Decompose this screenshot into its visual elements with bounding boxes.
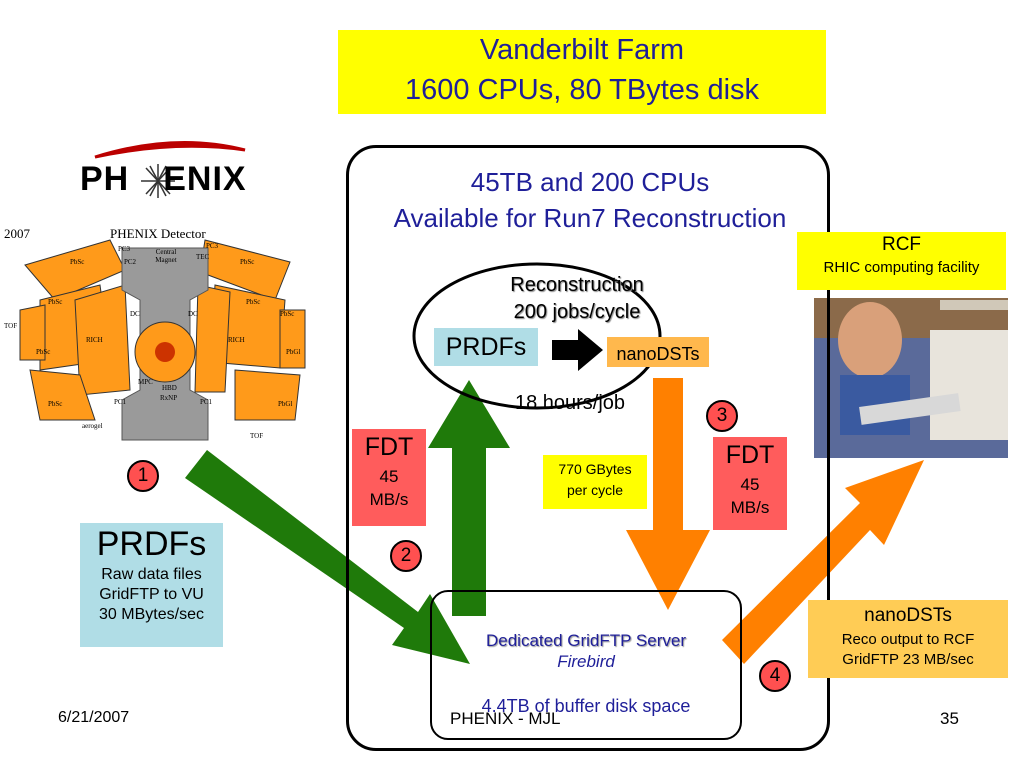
step-4-badge: 4 [759, 660, 791, 692]
server-name: Dedicated GridFTP Server [486, 631, 686, 650]
title-line1: Vanderbilt Farm [479, 34, 685, 66]
detector-label-pc1-right: PC1 [200, 398, 213, 406]
detector-year: 2007 [4, 226, 30, 241]
black-arrow-process [552, 329, 603, 371]
title-banner: Vanderbilt Farm 1600 CPUs, 80 TBytes dis… [338, 30, 826, 114]
rcf-photo [814, 298, 1008, 458]
detector-schematic [0, 218, 320, 443]
nanodsts-output-label: nanoDSTs [607, 337, 709, 367]
title-line2: 1600 CPUs, 80 TBytes disk [404, 74, 760, 106]
detector-label-pbsc-5: PbSc [36, 348, 51, 356]
detector-label-tof-left: TOF [4, 322, 18, 330]
detector-label-pbsc-1: PbSc [70, 258, 85, 266]
detector-label-pc1-left: PC1 [114, 398, 127, 406]
gridftp-server-box [430, 590, 742, 740]
gbytes-line1: 770 GBytes [558, 461, 632, 477]
server-subname: Firebird [557, 652, 615, 671]
detector-label-pbsc-6: PbSc [48, 400, 63, 408]
vanderbilt-farm-box [346, 145, 830, 751]
reconstruction-label: Reconstruction 200 jobs/cycle [487, 272, 667, 326]
step-3-badge: 3 [706, 400, 738, 432]
nanodsts-description-line2: GridFTP 23 MB/sec [842, 651, 974, 668]
detector-label-pbgl-1: PbGl [286, 348, 301, 356]
reconstruction-ellipse [412, 262, 662, 410]
detector-title: PHENIX Detector [110, 226, 206, 241]
detector-label-mpc: MPC [138, 378, 153, 386]
detector-label-tof-right: TOF [250, 432, 264, 440]
green-arrow-server-up [428, 380, 510, 616]
detector-label-rxnp: RxNP [160, 394, 178, 402]
prdfs-description-line3: 30 MBytes/sec [99, 606, 204, 623]
detector-label-dc-right: DC [188, 310, 198, 318]
footer-center-text: PHENIX - MJL [450, 709, 561, 728]
farm-caption-line1: 45TB and 200 CPUs [470, 167, 710, 197]
logo-star-icon [141, 164, 175, 198]
detector-label-pbsc-3: PbSc [48, 298, 63, 306]
rcf-title: RCF [881, 234, 922, 255]
detector-label-pc3-left: PC3 [118, 245, 131, 253]
fdt-right-rate-value: 45 [740, 475, 760, 494]
fdt-right-rate-unit: MB/s [730, 498, 770, 517]
detector-label-rich-left: RICH [86, 336, 103, 344]
prdfs-description-box: PRDFs Raw data files GridFTP to VU 30 MB… [80, 523, 223, 647]
detector-label-pbsc-2: PbSc [240, 258, 255, 266]
logo-text-left: PH [80, 160, 130, 198]
detector-label-hbd: HBD [162, 384, 177, 392]
fdt-left-title: FDT [364, 433, 414, 461]
prdfs-description-line1: Raw data files [101, 566, 202, 583]
reconstruction-line2: 200 jobs/cycle [513, 301, 641, 323]
phenix-logo: PH ENIX [80, 160, 247, 199]
nanodsts-description-title: nanoDSTs [864, 605, 952, 626]
logo-swoosh [94, 141, 246, 159]
footer-page-number: 35 [940, 709, 959, 728]
detector-label-pbsc-7: PbSc [280, 310, 295, 318]
fdt-right-title: FDT [725, 441, 775, 469]
detector-label-dc-left: DC [130, 310, 140, 318]
detector-label-pc2-left: PC2 [124, 258, 137, 266]
orange-arrow-server-to-rcf [722, 460, 924, 664]
gbytes-per-cycle-box: 770 GBytes per cycle [543, 455, 647, 509]
farm-caption: 45TB and 200 CPUs Available for Run7 Rec… [350, 164, 830, 236]
prdfs-description-line2: GridFTP to VU [99, 586, 204, 603]
gbytes-line2: per cycle [566, 482, 624, 498]
detector-label-aerogel: aerogel [82, 422, 103, 430]
fdt-left-box: FDT 45 MB/s [352, 429, 426, 526]
hours-per-job: 18 hours/job [514, 392, 626, 414]
prdfs-input-label: PRDFs [434, 328, 538, 366]
step-2-badge: 2 [390, 540, 422, 572]
fdt-left-rate-unit: MB/s [369, 490, 409, 509]
nanodsts-description-line1: Reco output to RCF [841, 631, 975, 648]
green-arrow-detector-to-server [185, 450, 470, 664]
detector-label-rich-right: RICH [228, 336, 245, 344]
rcf-subtitle: RHIC computing facility [823, 259, 980, 276]
rcf-label: RCF RHIC computing facility [797, 232, 1006, 290]
reconstruction-line1: Reconstruction [510, 274, 644, 296]
prdfs-description-title: PRDFs [96, 525, 207, 563]
logo-text-right: ENIX [163, 160, 247, 198]
detector-label-tec: TEC [196, 253, 210, 261]
nanodsts-description-box: nanoDSTs Reco output to RCF GridFTP 23 M… [808, 600, 1008, 678]
fdt-left-rate-value: 45 [379, 467, 399, 486]
detector-label-pc3-right: PC3 [206, 242, 219, 250]
orange-arrow-down-to-server [626, 378, 710, 610]
step-1-badge: 1 [127, 460, 159, 492]
buffer-disk-space: 4.4TB of buffer disk space [481, 696, 691, 716]
detector-label-pbsc-4: PbSc [246, 298, 261, 306]
farm-caption-line2: Available for Run7 Reconstruction [393, 203, 787, 233]
fdt-right-box: FDT 45 MB/s [713, 437, 787, 530]
detector-label-magnet: Central Magnet [155, 248, 177, 264]
detector-label-pbgl-2: PbGl [278, 400, 293, 408]
footer-date: 6/21/2007 [58, 709, 130, 726]
